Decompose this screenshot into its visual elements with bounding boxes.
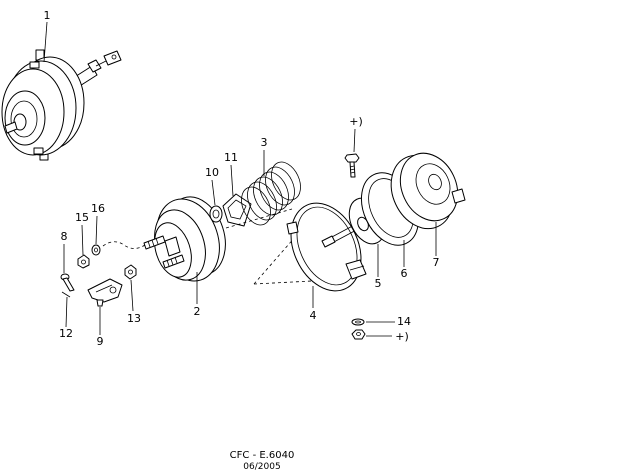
callout-11: 11 xyxy=(224,151,238,164)
guide-line xyxy=(253,280,313,285)
push-rod-thread xyxy=(321,235,336,248)
callout-15: 15 xyxy=(75,211,89,224)
pin-12 xyxy=(61,291,71,298)
callout-labels: 1 3 11 10 +) 16 15 8 2 4 5 6 7 13 12 9 1… xyxy=(44,9,440,348)
clevis-fork xyxy=(87,278,123,303)
part-13-nut xyxy=(124,264,137,280)
callout-5: 5 xyxy=(375,277,382,290)
chamber-stub-rod xyxy=(4,121,18,134)
cover-dome xyxy=(415,163,451,205)
nut-13-hole xyxy=(128,269,133,275)
washer-14-outer xyxy=(351,318,365,326)
cover-bolt xyxy=(344,153,360,178)
clamp-ring-lug-right xyxy=(345,259,367,280)
part-8-bolt xyxy=(60,273,75,292)
callout-14: 14 xyxy=(397,315,411,328)
clevis-tab xyxy=(96,299,104,307)
part-12-pin xyxy=(61,291,71,298)
callout-12: 12 xyxy=(59,327,73,340)
spring-coil xyxy=(265,166,295,206)
callout-2: 2 xyxy=(194,305,201,318)
callout-16: 16 xyxy=(91,202,105,215)
pushrod-nut xyxy=(87,59,102,73)
housing-square-opening xyxy=(164,236,181,257)
part-2-housing xyxy=(143,196,226,282)
leader-16 xyxy=(95,215,98,245)
washer-outer xyxy=(209,205,223,223)
clamp-band-lug-bottom xyxy=(33,147,44,155)
leader-lines xyxy=(43,21,437,337)
leader-12 xyxy=(65,296,68,328)
leader-13 xyxy=(130,279,134,312)
callout-plus-bottom: +) xyxy=(395,330,409,343)
bolt-8-shaft xyxy=(62,277,75,292)
assembly-guide-lines xyxy=(102,208,313,285)
clamp-ring-bolt xyxy=(349,265,365,271)
hex-nut-hole xyxy=(356,332,361,336)
pushrod-clevis-hole xyxy=(111,54,117,60)
spring-coil xyxy=(259,171,289,211)
cover-port-fitting xyxy=(451,188,466,204)
part-14-washer xyxy=(351,318,365,326)
housing-stud-lower-thread xyxy=(166,256,178,267)
washer-inner xyxy=(212,209,220,219)
part-9-clevis xyxy=(87,278,123,307)
spring-coil xyxy=(271,161,301,201)
nut-15-hole xyxy=(81,259,86,265)
callout-1: 1 xyxy=(44,9,51,22)
callout-13: 13 xyxy=(127,312,141,325)
footer: CFC - E.6040 06/2005 xyxy=(230,450,295,471)
chamber-front-ring xyxy=(10,100,38,138)
nut-13-body xyxy=(124,264,137,280)
part-3-spring xyxy=(241,161,301,226)
bolt-head xyxy=(344,153,360,163)
clamp-ring-lug-left xyxy=(286,221,299,235)
callout-3: 3 xyxy=(261,136,268,149)
leader-11 xyxy=(230,164,234,197)
leader-15 xyxy=(81,224,84,256)
leader-plus-top xyxy=(353,128,356,153)
part-11-spring-plate xyxy=(222,193,252,227)
footer-drawing-code: CFC - E.6040 xyxy=(230,450,295,461)
washer-16-outer xyxy=(91,244,101,256)
bolt-thread xyxy=(349,165,356,174)
washer-14-inner xyxy=(355,320,361,324)
spring-coil xyxy=(241,186,271,226)
spring-coil xyxy=(253,176,283,216)
hex-nut-bottom xyxy=(351,329,366,340)
part-16-washer xyxy=(91,244,101,256)
part-1-brake-chamber-assembly xyxy=(1,49,122,161)
spring-coil xyxy=(247,181,277,221)
part-15-nut xyxy=(77,254,90,269)
clamp-ring-inner xyxy=(296,206,358,286)
guide-line xyxy=(253,235,297,285)
washer-16-inner xyxy=(94,247,98,253)
callout-9: 9 xyxy=(97,335,104,348)
leader-10 xyxy=(211,179,216,206)
callout-plus-top: +) xyxy=(349,115,363,128)
clevis-hole xyxy=(109,286,117,294)
spring-plate-outline xyxy=(222,193,252,227)
hex-nut-body xyxy=(351,329,366,340)
nut-15-body xyxy=(77,254,90,269)
callout-6: 6 xyxy=(401,267,408,280)
callout-10: 10 xyxy=(205,166,219,179)
housing-stud-upper-thread xyxy=(147,237,159,248)
footer-date: 06/2005 xyxy=(243,462,280,471)
cover-center xyxy=(428,173,442,191)
part-7-cover xyxy=(390,152,466,230)
clevis-slot xyxy=(95,284,113,293)
guide-line-stud xyxy=(102,241,146,249)
leader-1 xyxy=(43,21,48,63)
callout-4: 4 xyxy=(310,309,317,322)
part-10-washer xyxy=(209,205,223,223)
spring-plate-inner xyxy=(227,199,247,220)
callout-8: 8 xyxy=(61,230,68,243)
callout-7: 7 xyxy=(433,256,440,269)
clamp-band-lug-top xyxy=(29,61,40,69)
